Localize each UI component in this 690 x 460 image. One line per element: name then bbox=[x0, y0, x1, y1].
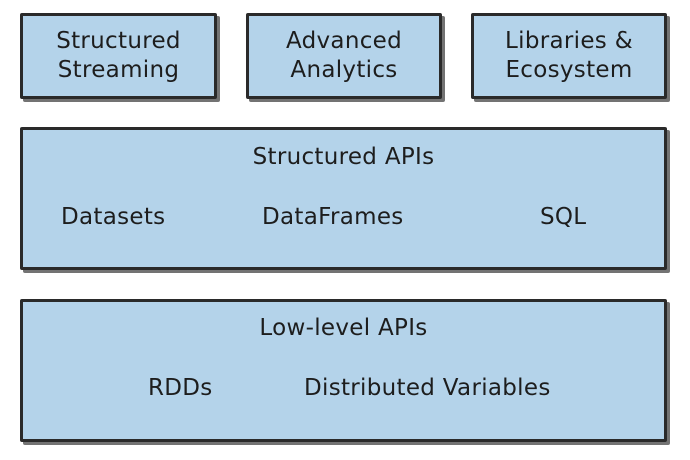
sql-label: SQL bbox=[540, 204, 587, 230]
dataframes-label: DataFrames bbox=[262, 204, 404, 230]
advanced-analytics-label-line1: Advanced bbox=[285, 28, 402, 54]
low-level-apis-title: Low-level APIs bbox=[259, 315, 428, 341]
advanced-analytics-box: Advanced Analytics bbox=[246, 13, 442, 99]
low-level-apis-box: Low-level APIs RDDs Distributed Variable… bbox=[20, 299, 667, 442]
structured-streaming-label-line1: Structured bbox=[56, 28, 181, 54]
rdds-label: RDDs bbox=[148, 375, 213, 401]
datasets-label: Datasets bbox=[61, 204, 166, 230]
structured-streaming-label-line2: Streaming bbox=[57, 57, 180, 83]
structured-apis-title: Structured APIs bbox=[252, 144, 435, 170]
libraries-ecosystem-label-line2: Ecosystem bbox=[505, 57, 633, 83]
libraries-ecosystem-label-line1: Libraries & bbox=[505, 28, 633, 54]
advanced-analytics-label-line2: Analytics bbox=[290, 57, 398, 83]
structured-streaming-box: Structured Streaming bbox=[20, 13, 217, 99]
distributed-variables-label: Distributed Variables bbox=[304, 375, 551, 401]
libraries-ecosystem-box: Libraries & Ecosystem bbox=[471, 13, 667, 99]
structured-apis-box: Structured APIs Datasets DataFrames SQL bbox=[20, 127, 667, 270]
